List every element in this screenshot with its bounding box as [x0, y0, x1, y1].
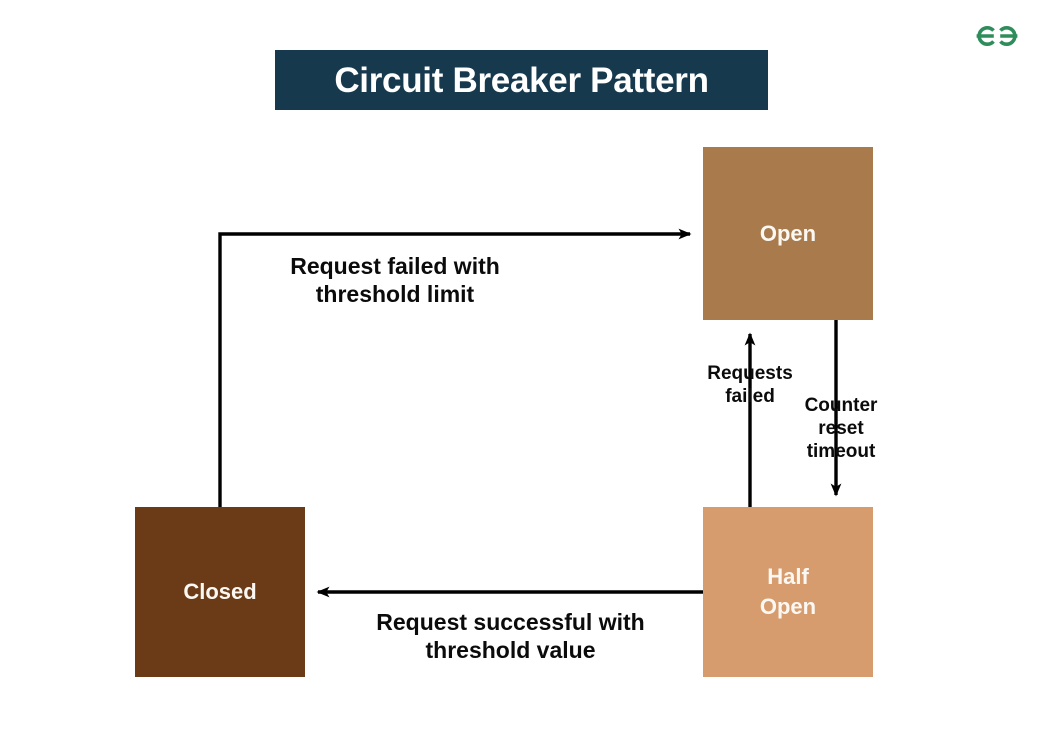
state-node-half-open[interactable]: Half Open: [703, 507, 873, 677]
state-node-open[interactable]: Open: [703, 147, 873, 320]
geeksforgeeks-logo: [970, 20, 1024, 52]
page-title-banner: Circuit Breaker Pattern: [275, 50, 768, 110]
transition-label-half-open-to-open: Requests failed: [707, 363, 793, 408]
transition-label-open-to-half-open: Counter reset timeout: [804, 395, 878, 463]
state-label-open: Open: [759, 220, 817, 246]
transition-label-half-open-to-closed: Request successful with threshold value: [376, 609, 645, 664]
transition-label-closed-to-open: Request failed with threshold limit: [290, 253, 500, 308]
state-label-closed: Closed: [183, 579, 257, 605]
state-label-half-open: Half Open: [759, 564, 817, 619]
page-title: Circuit Breaker Pattern: [334, 60, 709, 100]
state-node-closed[interactable]: Closed: [135, 507, 305, 677]
